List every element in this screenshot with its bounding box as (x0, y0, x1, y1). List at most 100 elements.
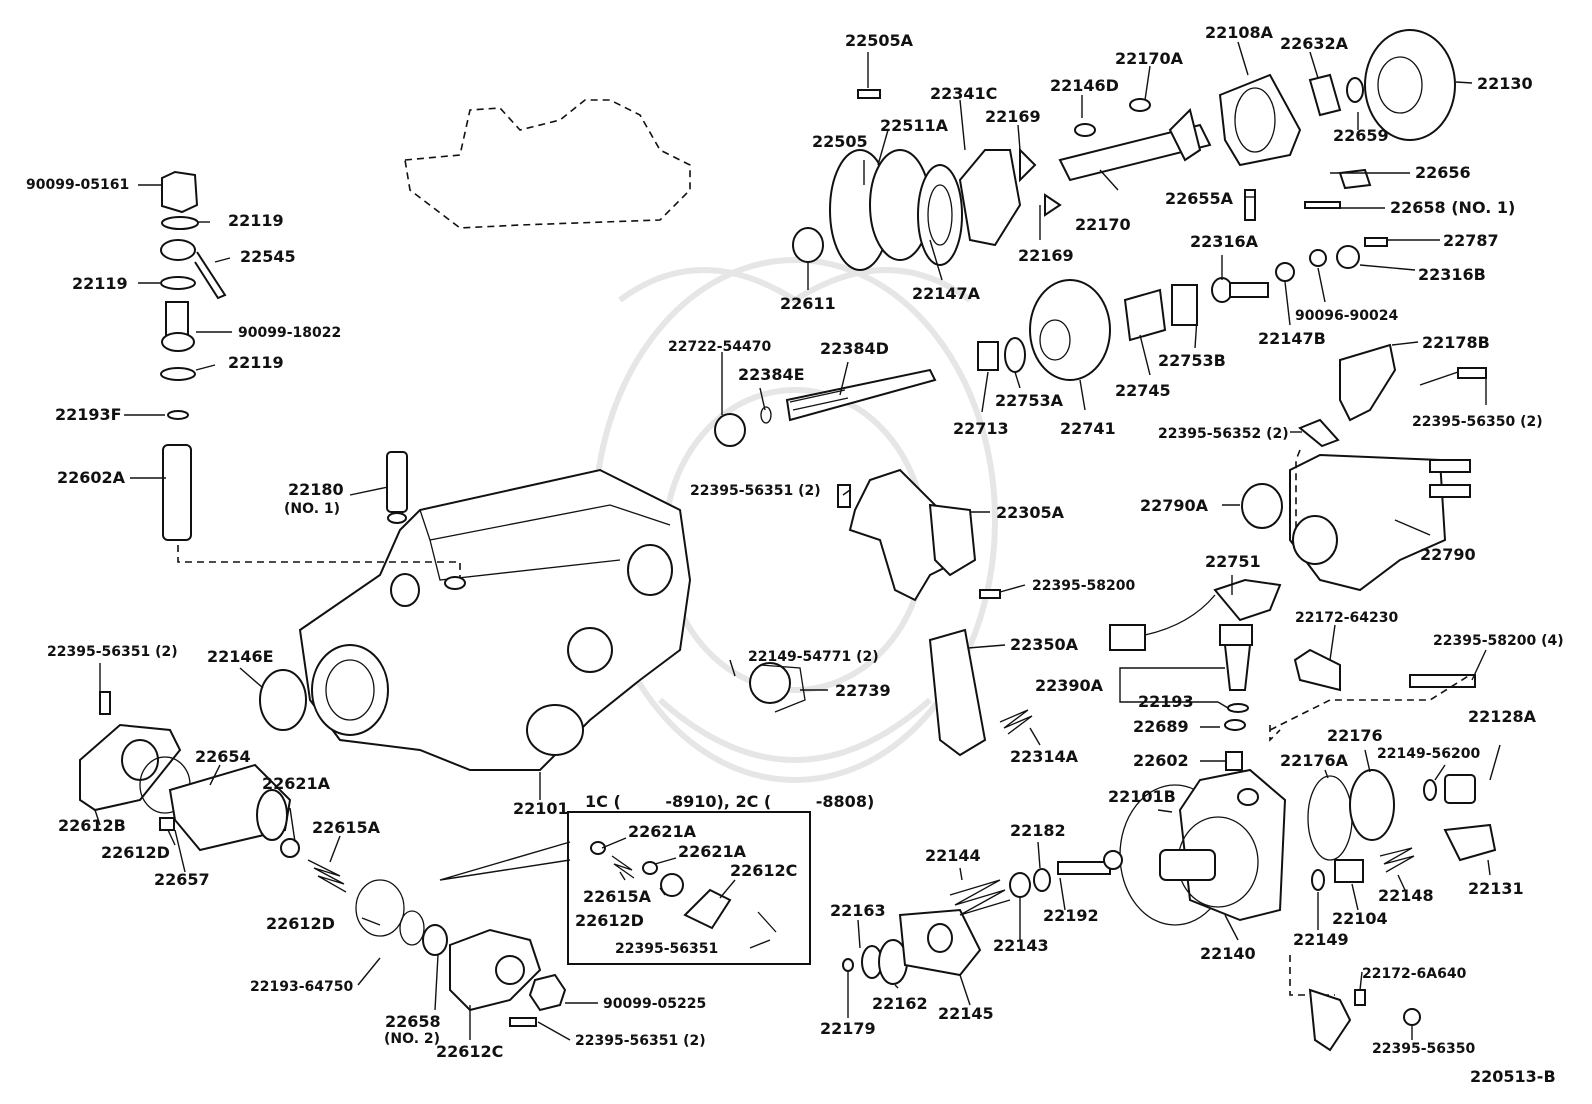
inset-box (439, 811, 811, 965)
part-label-22147B: 22147B (1258, 329, 1326, 348)
part-label-22149-54771-2: 22149-54771 (2) (748, 649, 879, 665)
part-label-22169-bottom: 22169 (1018, 246, 1074, 265)
part-label-22350A: 22350A (1010, 635, 1079, 654)
part-label-22395-58200-4: 22395-58200 (4) (1433, 633, 1564, 649)
inset-label-22612D: 22612D (575, 911, 644, 930)
part-label-22179: 22179 (820, 1019, 876, 1038)
pump-cover-outline (404, 99, 691, 229)
part-label-22741: 22741 (1060, 419, 1116, 438)
lower-left-parts (79, 669, 347, 893)
inset-label-22621A-mid: 22621A (678, 842, 747, 861)
part-label-22751: 22751 (1205, 552, 1261, 571)
part-label-22146D: 22146D (1050, 76, 1119, 95)
inset-title: 1C ( -8910), 2C ( -8808) (585, 792, 875, 811)
part-label-22101: 22101 (513, 799, 569, 818)
part-label-22602A: 22602A (57, 468, 126, 487)
part-label-90096-90024: 90096-90024 (1295, 308, 1399, 324)
part-label-22390A: 22390A (1035, 676, 1104, 695)
lower-center-parts (842, 850, 1123, 985)
part-label-22655A: 22655A (1165, 189, 1234, 208)
pump-housing-22101 (298, 468, 692, 771)
part-label-22395-56351-2-upper: 22395-56351 (2) (690, 483, 821, 499)
part-label-22128A: 22128A (1468, 707, 1537, 726)
part-label-22656: 22656 (1415, 163, 1471, 182)
part-label-22659: 22659 (1333, 126, 1389, 145)
part-label-22144: 22144 (925, 846, 981, 865)
part-label-22395-56350: 22395-56350 (1372, 1041, 1476, 1057)
part-label-22314A: 22314A (1010, 747, 1079, 766)
part-label-22612B: 22612B (58, 816, 126, 835)
part-label-22163: 22163 (830, 901, 886, 920)
part-label-22395-56350-2: 22395-56350 (2) (1412, 414, 1543, 430)
part-label-22172-6A640: 22172-6A640 (1362, 966, 1467, 982)
part-label-22176A: 22176A (1280, 751, 1349, 770)
part-label-22545: 22545 (240, 247, 296, 266)
part-label-22316A: 22316A (1190, 232, 1259, 251)
part-label-90099-05225: 90099-05225 (603, 996, 707, 1012)
part-label-22632A: 22632A (1280, 34, 1349, 53)
part-label-22305A: 22305A (996, 503, 1065, 522)
part-label-22658-no1: 22658 (NO. 1) (1390, 198, 1516, 217)
top-shaft-assembly (792, 29, 1456, 271)
part-label-22395-56351-2-lower: 22395-56351 (2) (575, 1033, 706, 1049)
distributor-head-22140 (1119, 674, 1497, 1052)
part-label-22192: 22192 (1043, 906, 1099, 925)
part-label-22101B: 22101B (1108, 787, 1176, 806)
part-label-22790: 22790 (1420, 545, 1476, 564)
part-label-22612D: 22612D (101, 843, 170, 862)
part-label-22180-no1: (NO. 1) (284, 501, 341, 517)
part-label-22140: 22140 (1200, 944, 1256, 963)
fitting-stack-left (160, 170, 461, 578)
part-label-22119-top: 22119 (228, 211, 284, 230)
part-label-22790A: 22790A (1140, 496, 1209, 515)
inset-label-22612C: 22612C (730, 861, 798, 880)
part-label-22739: 22739 (835, 681, 891, 700)
part-label-22612C: 22612C (436, 1042, 504, 1061)
part-label-22131: 22131 (1468, 879, 1524, 898)
part-label-22170: 22170 (1075, 215, 1131, 234)
part-label-22384D: 22384D (820, 339, 889, 358)
part-label-22148: 22148 (1378, 886, 1434, 905)
part-label-22143: 22143 (993, 936, 1049, 955)
part-label-22753A: 22753A (995, 391, 1064, 410)
part-label-22162: 22162 (872, 994, 928, 1013)
part-label-22149-56200: 22149-56200 (1377, 746, 1481, 762)
part-label-22193F: 22193F (55, 405, 122, 424)
part-label-22170A: 22170A (1115, 49, 1184, 68)
part-label-22147A: 22147A (912, 284, 981, 303)
part-label-90099-05161: 90099-05161 (26, 177, 130, 193)
part-label-22658-no2: 22658 (385, 1012, 441, 1031)
part-label-22341C: 22341C (930, 84, 998, 103)
inset-label-22615A: 22615A (583, 887, 652, 906)
inset-label-22395-56351: 22395-56351 (615, 941, 719, 957)
part-label-90099-18022: 90099-18022 (238, 325, 342, 341)
part-label-22657: 22657 (154, 870, 210, 889)
solenoid-22751 (1109, 578, 1282, 771)
part-label-22722-54470: 22722-54470 (668, 339, 772, 355)
part-label-22145: 22145 (938, 1004, 994, 1023)
part-label-22602: 22602 (1133, 751, 1189, 770)
part-label-22745: 22745 (1115, 381, 1171, 400)
part-label-22169-top: 22169 (985, 107, 1041, 126)
timer-22790 (1241, 418, 1476, 692)
bracket-22350A (928, 628, 1033, 757)
part-label-22119-bottom: 22119 (228, 353, 284, 372)
part-label-22658-no2-suffix: (NO. 2) (384, 1031, 441, 1047)
governor-bracket-22305A (837, 468, 1001, 602)
part-label-22316B: 22316B (1418, 265, 1486, 284)
part-label-22505: 22505 (812, 132, 868, 151)
lower-middle-parts (355, 662, 806, 1027)
part-label-22713: 22713 (953, 419, 1009, 438)
part-label-22505A: 22505A (845, 31, 914, 50)
part-label-22119-middle: 22119 (72, 274, 128, 293)
part-label-22193-64750: 22193-64750 (250, 979, 354, 995)
part-label-22130: 22130 (1477, 74, 1533, 93)
part-label-22395-58200: 22395-58200 (1032, 578, 1136, 594)
part-label-22621A: 22621A (262, 774, 331, 793)
part-label-22395-56352-2: 22395-56352 (2) (1158, 426, 1289, 442)
part-label-22193: 22193 (1138, 692, 1194, 711)
part-label-22180: 22180 (288, 480, 344, 499)
part-label-22384E: 22384E (738, 365, 805, 384)
